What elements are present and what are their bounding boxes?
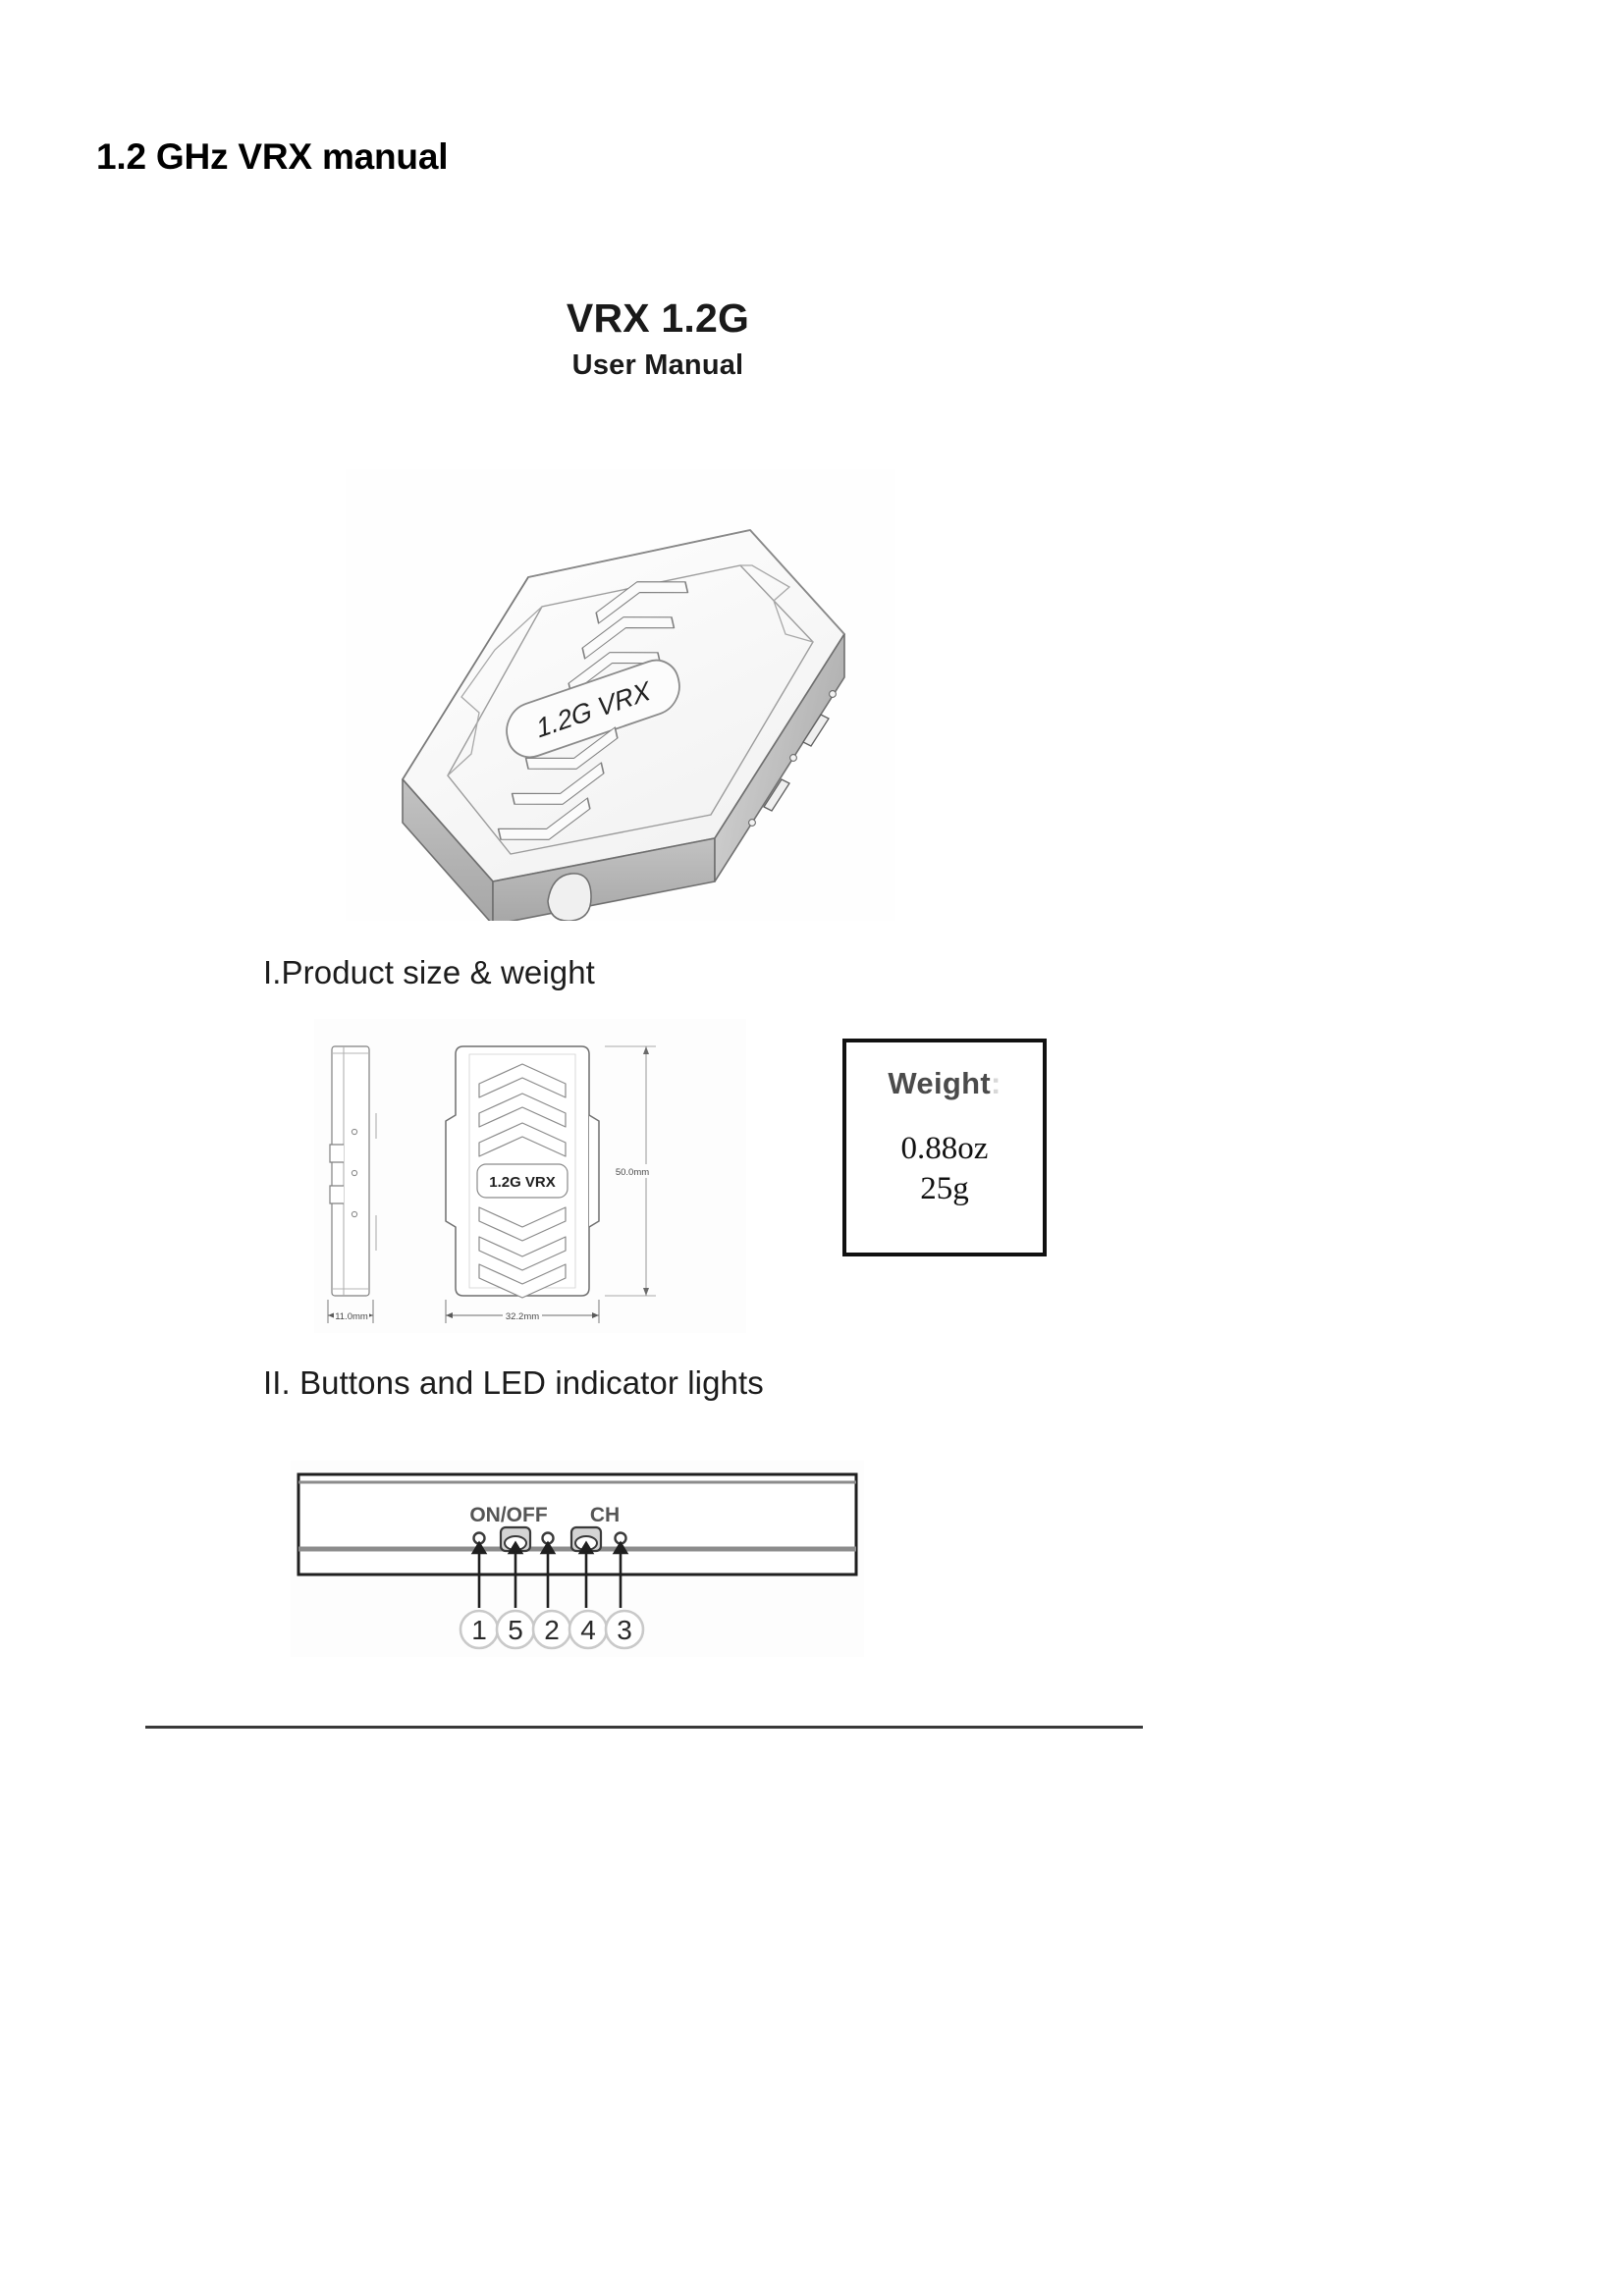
callout-circle: 4 [568,1609,609,1650]
dimension-drawing: 11.0mm 1.2G VRX [327,1045,656,1323]
label-power-button: ON/OFF [469,1504,547,1526]
dimension-thickness-label: 11.0mm [335,1311,368,1322]
callout-leaders [470,1540,629,1608]
callout-circle: 1 [459,1609,500,1650]
callout-circle: 3 [604,1609,645,1650]
top-view-device-label: 1.2G VRX [489,1174,556,1191]
dimension-width-label: 32.2mm [506,1311,539,1322]
side-led-hole-icon [351,1128,358,1136]
product-title: VRX 1.2G [566,295,750,341]
callout-number: 1 [471,1615,487,1645]
section-heading-product-size: I.Product size & weight [263,954,595,990]
vent-chevron-icon [478,1263,567,1299]
callout-number: 2 [544,1615,560,1645]
callout-number: 3 [617,1615,632,1645]
cover-title-block: VRX 1.2G User Manual [383,295,933,385]
side-button-notch-icon [329,1185,344,1204]
side-led-hole-icon [351,1169,358,1177]
weight-value-oz: 0.88oz [900,1131,989,1166]
section-divider [145,1726,1143,1729]
product-isometric-drawing: 1.2G VRX [402,529,845,921]
hero-led-hole-icon [829,690,837,698]
vent-chevron-icon [478,1093,567,1128]
buttons-callout-drawing: ON/OFF CH [297,1472,858,1650]
weight-label-colon: : [990,1066,1001,1100]
weight-box: Weight: 0.88oz 25g [842,1039,1047,1256]
buttons-led-diagram: ON/OFF CH [291,1461,864,1657]
page-title: 1.2 GHz VRX manual [96,136,449,177]
weight-value-g: 25g [920,1171,969,1206]
side-button-notch-icon [329,1144,344,1163]
dimension-height-label: 50.0mm [616,1167,649,1178]
callout-number: 4 [580,1615,596,1645]
hero-button-icon [802,714,830,747]
section-heading-buttons-leds: II. Buttons and LED indicator lights [263,1364,764,1401]
callout-number: 5 [508,1615,523,1645]
vent-chevron-icon [478,1236,567,1271]
product-size-drawing: 11.0mm 1.2G VRX [314,1019,746,1333]
vent-chevron-icon [478,1206,567,1242]
vent-chevron-icon [478,1122,567,1157]
callout-circle: 2 [531,1609,572,1650]
product-hero-image: 1.2G VRX [346,469,895,921]
hero-led-hole-icon [789,754,797,762]
callout-circle: 5 [495,1609,536,1650]
label-channel-button: CH [590,1504,620,1526]
dimension-height: 50.0mm [605,1045,656,1297]
dimension-thickness: 11.0mm [327,1300,374,1323]
vent-chevron-icon [478,1063,567,1098]
side-led-hole-icon [351,1210,358,1218]
side-view-drawing [329,1045,377,1297]
antenna-port-icon [547,873,592,921]
hero-led-hole-icon [748,819,756,827]
hero-button-icon [763,778,790,812]
weight-label-text: Weight [888,1066,991,1100]
top-view-drawing: 1.2G VRX [445,1045,600,1299]
dimension-width: 32.2mm [445,1300,600,1323]
weight-label: Weight: [846,1066,1043,1101]
product-subtitle: User Manual [571,348,744,381]
